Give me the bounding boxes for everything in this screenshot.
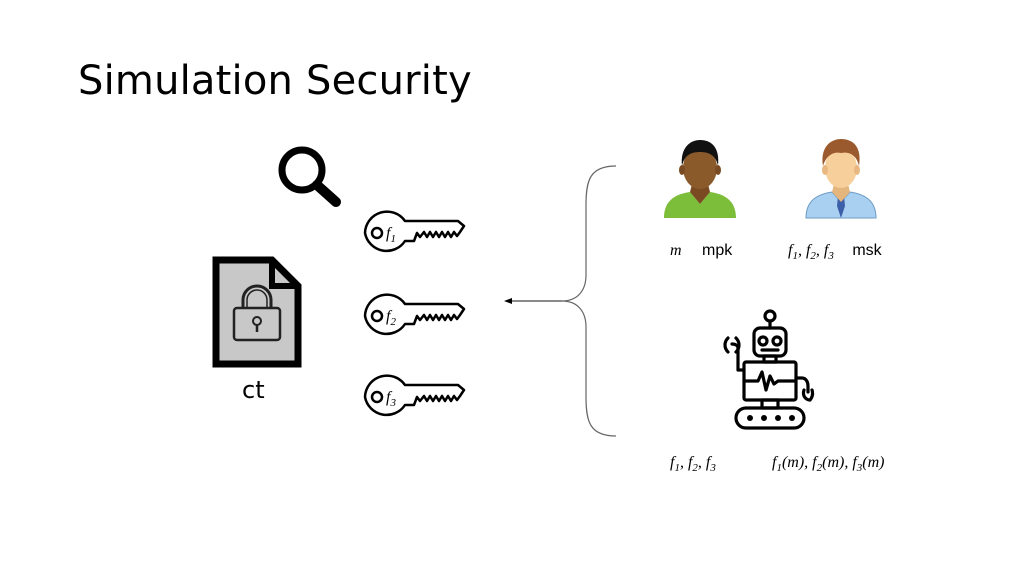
out-a3: (m) [862,454,885,471]
key-label-3-sub: 3 [390,397,396,410]
out-s3: 3 [856,462,863,475]
key-icon [363,374,466,417]
curly-brace [504,165,617,437]
sim-s2: 2 [692,462,698,475]
encryptor-labels: m mpk [670,242,732,260]
ciphertext-label: ct [242,376,265,404]
out-a1: (m) [781,454,805,471]
slide-title: Simulation Security [78,58,472,104]
sep: , [844,454,853,471]
func-f2: f [805,242,811,259]
mpk-label: mpk [702,242,733,259]
simulator-functions: f1, f2, f3 [670,454,716,474]
msk-label: msk [852,242,882,259]
key-label-3: f3 [386,389,396,409]
key-icon [363,293,466,336]
sim-s1: 1 [674,462,680,475]
person-light-icon [805,139,877,219]
message-label: m [670,242,682,259]
key-icon [363,210,466,253]
sep: , [797,242,806,259]
locked-document-icon [212,256,302,368]
out-a2: (m) [822,454,845,471]
sep: , [804,454,813,471]
func-s1: 1 [792,250,798,263]
key-label-3-f: f [386,389,391,406]
sim-f1: f [670,454,675,471]
out-f2: f [812,454,817,471]
func-f1: f [788,242,793,259]
sep: , [697,454,706,471]
out-s2: 2 [816,462,823,475]
func-s2: 2 [810,250,816,263]
out-f3: f [852,454,857,471]
key-label-1-sub: 1 [390,233,396,246]
simulator-outputs: f1(m), f2(m), f3(m) [772,454,885,474]
person-dark-icon [664,140,736,218]
out-f1: f [772,454,777,471]
key-label-2-f: f [386,308,391,325]
func-s3: 3 [828,250,834,263]
out-s1: 1 [776,462,782,475]
key-label-2-sub: 2 [390,316,396,329]
authority-functions: f1, f2, f3 [788,242,834,263]
key-label-2: f2 [386,308,396,328]
authority-labels: f1, f2, f3 msk [788,242,882,262]
sim-f3: f [705,454,711,471]
sim-f2: f [687,454,693,471]
sep: , [679,454,688,471]
key-label-1-f: f [386,225,391,242]
key-label-1: f1 [386,225,396,245]
func-f3: f [823,242,829,259]
magnifying-glass-icon [278,146,341,207]
sep: , [815,242,824,259]
robot-icon [723,309,815,430]
sim-s3: 3 [710,462,716,475]
